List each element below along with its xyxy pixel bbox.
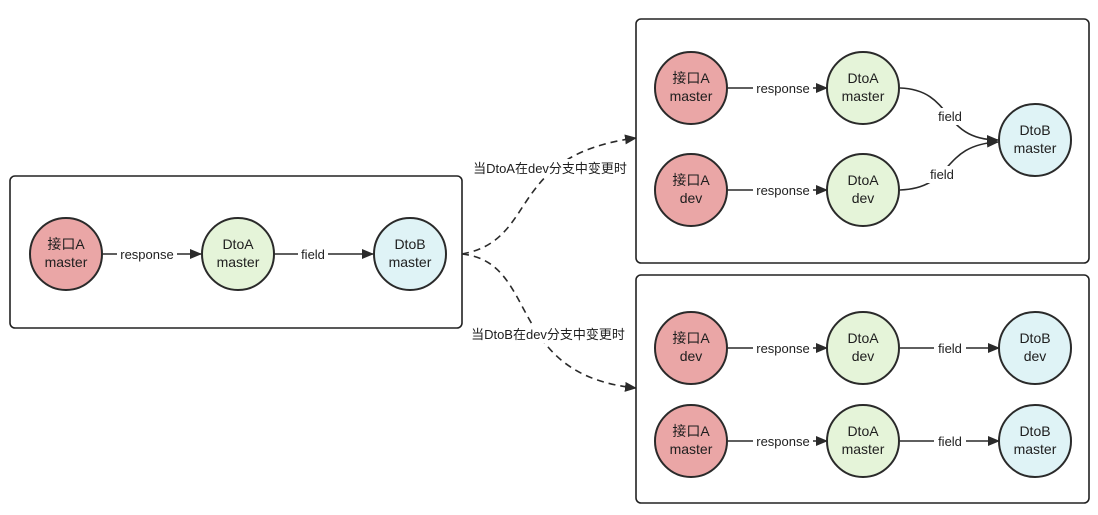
node-line1: 接口A	[672, 423, 710, 439]
node-line2: dev	[852, 348, 875, 364]
top-node-dtoa-master: DtoA master	[826, 51, 900, 125]
node-line2: master	[1014, 441, 1057, 457]
node-line2: master	[1014, 140, 1057, 156]
bottom-edge-response-2: response	[728, 432, 828, 450]
left-node-dtob-master: DtoB master	[373, 217, 447, 291]
top-node-dtob-master: DtoB master	[998, 103, 1072, 177]
bottom-edge-response-1: response	[728, 339, 828, 357]
bottom-node-dtob-dev: DtoB dev	[998, 311, 1072, 385]
node-line1: 接口A	[672, 172, 710, 188]
node-line2: dev	[852, 190, 875, 206]
bottom-node-dtoa-master: DtoA master	[826, 404, 900, 478]
edge-label: field	[930, 167, 954, 182]
top-edge-response-1: response	[728, 79, 828, 97]
bottom-edge-field-1: field	[900, 339, 1000, 357]
node-line2: master	[45, 254, 88, 270]
node-line1: DtoB	[394, 236, 425, 252]
left-node-dtoa-master: DtoA master	[201, 217, 275, 291]
bottom-node-api-master: 接口A master	[654, 404, 728, 478]
node-line1: DtoB	[1019, 122, 1050, 138]
left-field-label: field	[301, 247, 325, 262]
node-line1: DtoA	[847, 330, 879, 346]
bottom-node-dtoa-dev: DtoA dev	[826, 311, 900, 385]
node-line1: DtoA	[222, 236, 254, 252]
left-edge-field: field	[274, 245, 374, 263]
top-panel-frame	[635, 18, 1090, 264]
edge-label: response	[756, 434, 809, 449]
edge-label: response	[756, 81, 809, 96]
bottom-panel-frame	[635, 274, 1090, 504]
transition-arrow-top	[461, 134, 637, 255]
node-line1: 接口A	[672, 70, 710, 86]
top-edge-response-2: response	[728, 181, 828, 199]
node-line1: DtoB	[1019, 330, 1050, 346]
transition-label-bottom: 当DtoB在dev分支中变更时	[471, 327, 625, 342]
node-line2: dev	[680, 190, 703, 206]
top-node-api-master: 接口A master	[654, 51, 728, 125]
node-line2: master	[842, 441, 885, 457]
top-node-dtoa-dev: DtoA dev	[826, 153, 900, 227]
left-node-api-master: 接口A master	[29, 217, 103, 291]
edge-label: field	[938, 434, 962, 449]
node-line1: DtoB	[1019, 423, 1050, 439]
node-line2: master	[217, 254, 260, 270]
top-edge-field-2: field	[899, 137, 999, 191]
node-line2: dev	[680, 348, 703, 364]
node-line1: 接口A	[47, 236, 85, 252]
bottom-edge-field-2: field	[900, 432, 1000, 450]
left-response-label: response	[120, 247, 173, 262]
edge-label: field	[938, 109, 962, 124]
transition-arrow-bottom	[461, 253, 637, 392]
edge-label: response	[756, 183, 809, 198]
node-line1: DtoA	[847, 172, 879, 188]
edge-label: response	[756, 341, 809, 356]
node-line1: 接口A	[672, 330, 710, 346]
node-line2: master	[670, 441, 713, 457]
node-line2: master	[842, 88, 885, 104]
node-line1: DtoA	[847, 423, 879, 439]
edge-label: field	[938, 341, 962, 356]
node-line2: master	[389, 254, 432, 270]
top-edge-field-1: field	[899, 87, 999, 145]
node-line2: master	[670, 88, 713, 104]
left-edge-response: response	[102, 245, 202, 263]
transition-label-top: 当DtoA在dev分支中变更时	[473, 161, 627, 176]
node-line2: dev	[1024, 348, 1047, 364]
bottom-node-api-dev: 接口A dev	[654, 311, 728, 385]
top-node-api-dev: 接口A dev	[654, 153, 728, 227]
bottom-node-dtob-master: DtoB master	[998, 404, 1072, 478]
node-line1: DtoA	[847, 70, 879, 86]
